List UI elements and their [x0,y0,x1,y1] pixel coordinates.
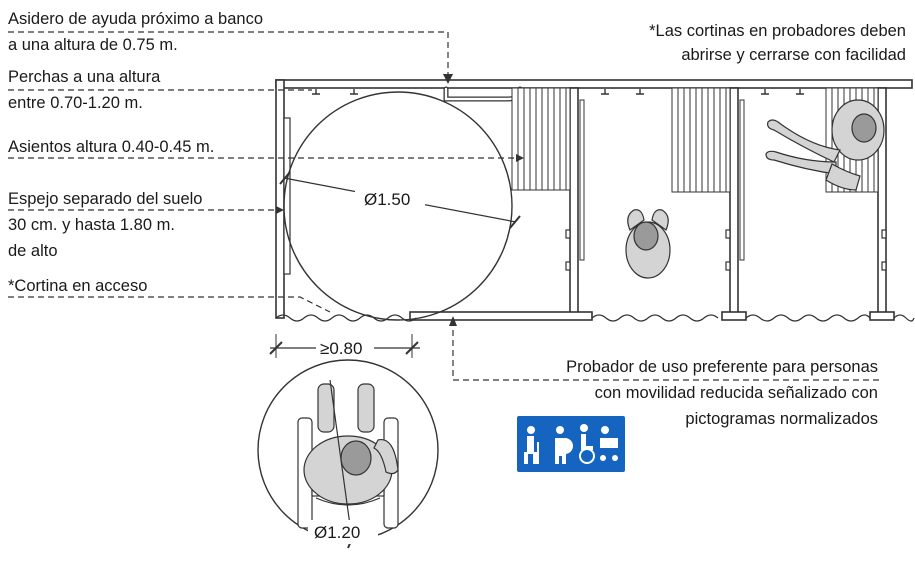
dim-label-bg [355,186,425,210]
door-width-label: ≥0.80 [320,339,362,358]
dim-tick [279,171,291,185]
door-width-dimension [269,334,420,358]
accessibility-pictograms-icon [524,424,618,464]
person-seated [765,99,885,191]
left-wall [275,79,285,319]
curtain-3 [745,314,871,322]
mirror-3 [739,99,745,261]
curtain-access [275,314,417,322]
walls [275,79,913,321]
note-mirror-line2: 30 cm. y hasta 1.80 m. [8,216,175,234]
leaders [8,31,880,381]
bench-main [511,87,571,191]
note-curtains-line1: *Las cortinas en probadores deben [649,22,906,40]
turning-circle-dimension: Ø1.50 [364,190,410,209]
wheelchair [297,383,399,529]
hooks [312,89,804,95]
note-mirror-line1: Espejo separado del suelo [8,190,202,208]
dim-label-bg [308,520,378,544]
note-preferred-line2: con movilidad reducida señalizado con [595,384,878,402]
hook [761,89,769,95]
top-wall [275,79,913,89]
note-mirror-line3: de alto [8,242,58,260]
hook [636,89,644,95]
wheelchair-diameter-line [329,379,353,541]
hook [796,89,804,95]
dim-tick [509,215,521,229]
note-seats: Asientos altura 0.40-0.45 m. [8,138,214,156]
handrail [443,86,523,102]
person-standing [625,209,671,279]
partition-wall-1 [569,87,579,319]
accessibility-sign [517,416,625,472]
wheelchair-circle-dimension: Ø1.20 [314,523,360,542]
partition-wall-2 [729,87,739,319]
note-curtain-access: *Cortina en acceso [8,277,147,295]
wall-fixtures [565,229,887,271]
curtain-2 [591,314,719,322]
front-wall-c [869,311,895,321]
note-preferred-line3: pictogramas normalizados [685,410,878,428]
note-hooks-line1: Perchas a una altura [8,68,161,86]
front-wall-a [409,311,593,321]
hook [350,89,358,95]
turning-circle [283,91,513,321]
note-hooks-line2: entre 0.70-1.20 m. [8,94,143,112]
curtain-4 [893,314,915,322]
hook [312,89,320,95]
mirror-2 [579,99,585,261]
bench-2 [671,87,731,193]
hook [601,89,609,95]
note-curtains-line2: abrirse y cerrarse con facilidad [681,46,906,64]
note-handrail-line2: a una altura de 0.75 m. [8,36,178,54]
front-wall-b [721,311,747,321]
note-handrail-line1: Asidero de ayuda próximo a banco [8,10,263,28]
note-preferred-line1: Probador de uso preferente para personas [566,358,878,376]
